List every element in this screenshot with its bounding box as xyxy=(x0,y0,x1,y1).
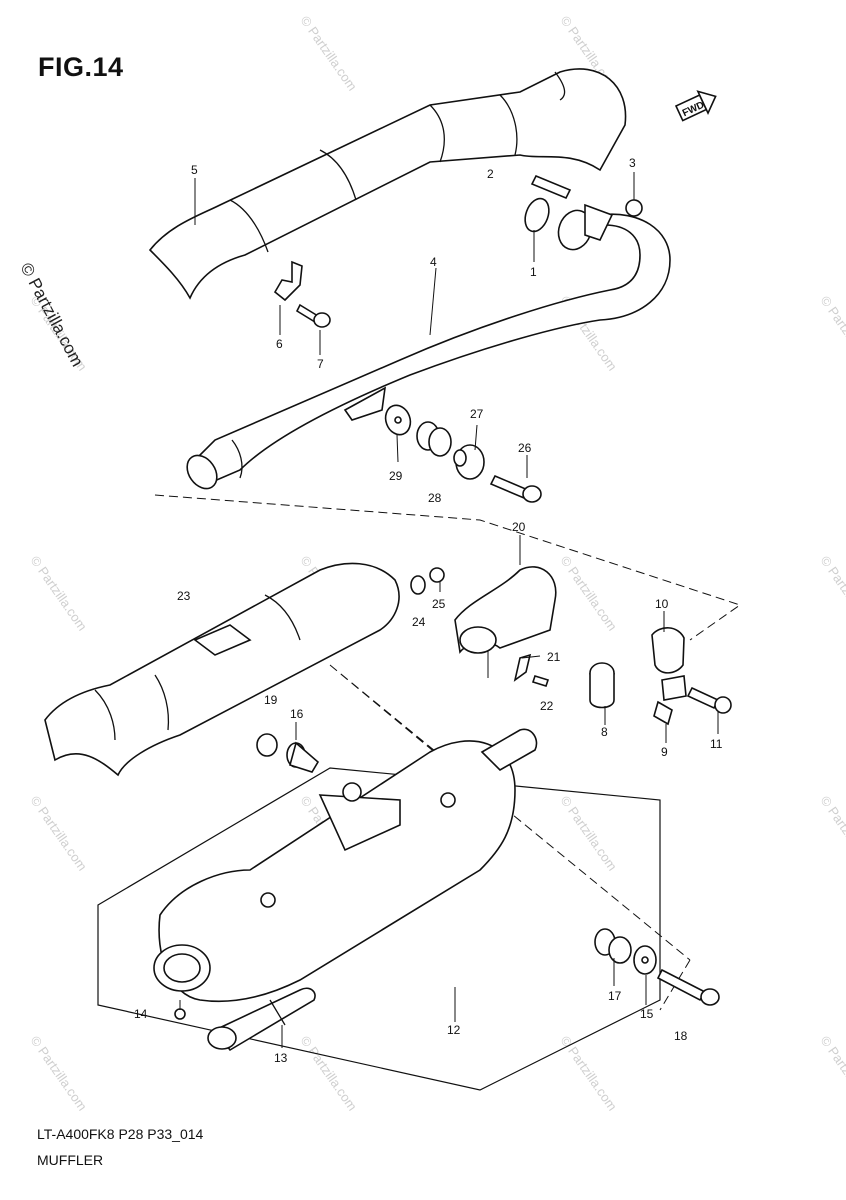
callout-6: 6 xyxy=(276,337,283,351)
leader-lines xyxy=(194,172,719,1048)
muffler-assembly-outline xyxy=(97,767,661,1091)
exhaust-pipe xyxy=(186,213,671,490)
figure-title: FIG.14 xyxy=(38,52,124,82)
watermark-text: © Partzilla.com xyxy=(558,1033,621,1113)
washer-15 xyxy=(633,945,657,975)
front-direction-icon: FWD xyxy=(674,90,717,122)
figure-caption: MUFFLER xyxy=(37,1152,104,1168)
callout-15: 15 xyxy=(640,1007,654,1021)
clip-21 xyxy=(513,653,532,682)
callout-11: 11 xyxy=(710,737,723,751)
washer-29 xyxy=(384,404,412,436)
watermark-text: © Partzilla.com xyxy=(28,793,91,873)
callout-labels: 5 2 3 4 1 6 7 27 26 29 28 20 23 25 24 10… xyxy=(134,156,723,1065)
callout-3: 3 xyxy=(629,156,636,170)
watermark-text: © Partzilla.com xyxy=(818,1033,846,1113)
watermark-text: © Partzilla.com xyxy=(818,293,846,373)
callout-20: 20 xyxy=(512,520,526,534)
collar-27 xyxy=(453,444,485,480)
collar-9 xyxy=(653,675,687,726)
callout-24: 24 xyxy=(412,615,426,629)
callout-5: 5 xyxy=(191,163,198,177)
callout-12: 12 xyxy=(447,1023,461,1037)
assembly-line-upper xyxy=(154,494,742,641)
callout-1: 1 xyxy=(530,265,537,279)
gasket-1 xyxy=(524,197,550,233)
watermark-text: © Partzilla.com xyxy=(558,793,621,873)
watermark-text: © Partzilla.com xyxy=(28,1033,91,1113)
spark-arrester-13 xyxy=(207,987,316,1052)
grommet-16 xyxy=(256,733,320,773)
watermark-layer: © Partzilla.com © Partzilla.com © Partzill… xyxy=(28,13,846,1113)
callout-13: 13 xyxy=(274,1051,288,1065)
bolt-11 xyxy=(686,686,732,714)
callout-2: 2 xyxy=(487,167,494,181)
nut-3 xyxy=(625,199,643,217)
heat-shield-lower xyxy=(44,562,400,777)
callout-26: 26 xyxy=(518,441,532,455)
callout-23: 23 xyxy=(177,589,191,603)
watermark-text: © Partzilla.com xyxy=(818,793,846,873)
callout-29: 29 xyxy=(389,469,403,483)
watermark-text: © Partzilla.com xyxy=(298,13,361,93)
callout-7: 7 xyxy=(317,357,324,371)
callout-22: 22 xyxy=(540,699,554,713)
screw-22 xyxy=(531,675,550,687)
watermark-text: © Partzilla.com xyxy=(298,1033,361,1113)
grommet-17 xyxy=(594,928,632,964)
callout-9: 9 xyxy=(661,745,668,759)
flange-clamp-2 xyxy=(557,203,614,251)
stud-bolt xyxy=(530,174,572,200)
watermark-text: © Partzilla.com xyxy=(558,553,621,633)
clamp-bracket-20 xyxy=(454,566,557,678)
rubber-mount-8 xyxy=(589,662,615,709)
bracket-6 xyxy=(273,260,303,302)
bolt-18 xyxy=(656,968,720,1006)
callout-21: 21 xyxy=(547,650,561,664)
bolt-26 xyxy=(489,474,542,503)
muffler-body-12 xyxy=(153,728,538,1003)
watermark-text: © Partzilla.com xyxy=(818,553,846,633)
screw-14 xyxy=(174,1000,186,1020)
clamp-10 xyxy=(651,627,685,674)
callout-14: 14 xyxy=(134,1007,148,1021)
callout-10: 10 xyxy=(655,597,669,611)
callout-25: 25 xyxy=(432,597,446,611)
callout-19: 19 xyxy=(264,693,278,707)
model-code: LT-A400FK8 P28 P33_014 xyxy=(37,1126,204,1142)
callout-28: 28 xyxy=(428,491,442,505)
callout-16: 16 xyxy=(290,707,304,721)
callout-18: 18 xyxy=(674,1029,688,1043)
nut-25 xyxy=(429,567,445,583)
bolt-7 xyxy=(295,303,331,328)
callout-4: 4 xyxy=(430,255,437,269)
heat-shield-upper xyxy=(148,68,627,300)
washer-24 xyxy=(410,575,426,595)
callout-27: 27 xyxy=(470,407,484,421)
grommet-28 xyxy=(416,421,452,457)
callout-8: 8 xyxy=(601,725,608,739)
watermark-text: © Partzilla.com xyxy=(28,553,91,633)
callout-17: 17 xyxy=(608,989,622,1003)
